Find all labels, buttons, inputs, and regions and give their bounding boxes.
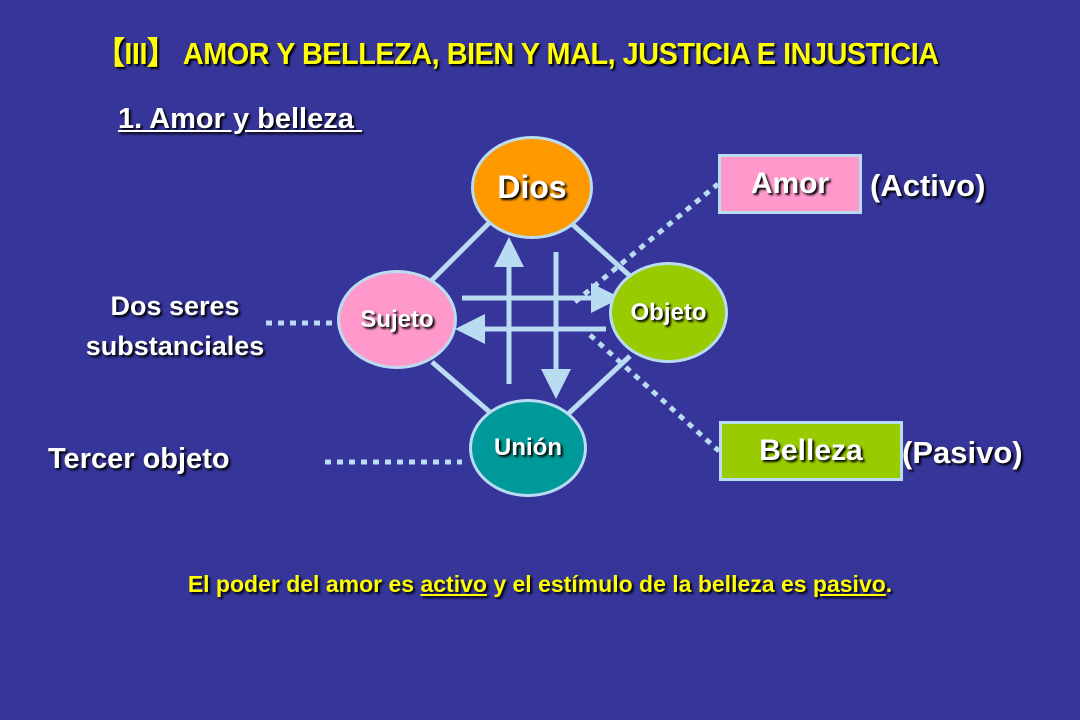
statement-part2: y el estímulo de la belleza es: [486, 571, 813, 597]
label-dos-seres: Dos seres substanciales: [85, 291, 265, 361]
node-dios: Dios: [471, 136, 593, 239]
edge-sujeto-union: [430, 360, 494, 416]
slide-title: 【III】 AMOR Y BELLEZA, BIEN Y MAL, JUSTIC…: [96, 36, 939, 71]
node-dios-label: Dios: [497, 169, 567, 205]
statement-word-activo: activo: [420, 571, 487, 597]
box-amor-label: Amor: [750, 167, 830, 200]
dotted-to-belleza: [588, 333, 721, 453]
box-amor: Amor: [718, 154, 862, 214]
statement-part3: .: [885, 571, 893, 597]
statement-part1: El poder del amor es: [187, 571, 421, 597]
edge-dios-objeto: [570, 222, 632, 278]
bottom-statement: El poder del amor es activo y el estímul…: [0, 571, 1080, 598]
node-sujeto: Sujeto: [337, 270, 457, 369]
edge-dios-sujeto: [428, 220, 492, 284]
section-subtitle: 1. Amor y belleza: [118, 103, 362, 135]
label-activo: (Activo): [870, 168, 986, 203]
node-objeto-label: Objeto: [630, 298, 707, 326]
box-belleza: Belleza: [719, 421, 903, 481]
node-objeto: Objeto: [609, 262, 728, 363]
statement-word-pasivo: pasivo: [812, 571, 886, 597]
label-tercer-objeto: Tercer objeto: [48, 443, 230, 475]
label-pasivo: (Pasivo): [902, 435, 1023, 470]
node-union: Unión: [469, 399, 587, 497]
node-union-label: Unión: [494, 434, 562, 461]
box-belleza-label: Belleza: [759, 434, 863, 467]
node-sujeto-label: Sujeto: [360, 305, 434, 333]
edge-objeto-union: [566, 354, 632, 416]
